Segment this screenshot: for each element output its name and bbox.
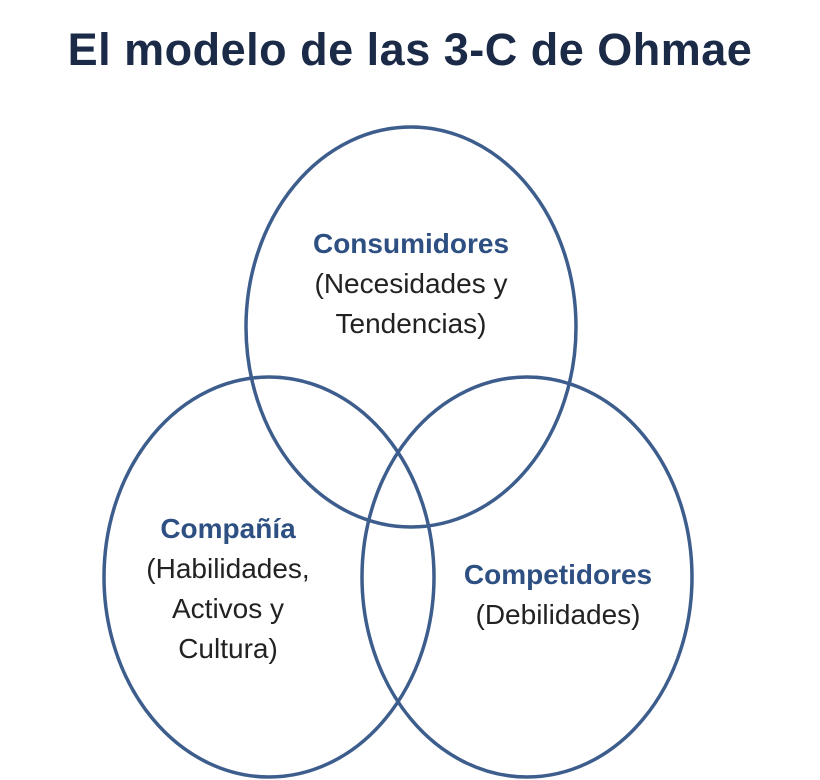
label-competidores-desc-1: (Debilidades) [475, 599, 641, 630]
label-compania-desc-1: (Habilidades, [146, 553, 310, 584]
circle-competidores [360, 375, 694, 779]
label-compania-desc-2: Activos y [171, 593, 285, 624]
label-compania-name: Compañía [160, 513, 296, 544]
circle-compania [102, 375, 436, 779]
label-consumidores-name: Consumidores [312, 228, 510, 259]
label-consumidores: Consumidores (Necesidades y Tendencias) [261, 224, 561, 344]
label-consumidores-desc-1: (Necesidades y [314, 268, 508, 299]
diagram-title: El modelo de las 3-C de Ohmae [67, 24, 753, 75]
circle-consumidores [244, 125, 578, 529]
label-competidores: Competidores (Debilidades) [408, 555, 708, 635]
label-compania: Compañía (Habilidades, Activos y Cultura… [78, 509, 378, 669]
label-competidores-name: Competidores [463, 559, 653, 590]
label-compania-desc-3: Cultura) [178, 633, 278, 664]
label-consumidores-desc-2: Tendencias) [335, 308, 487, 339]
